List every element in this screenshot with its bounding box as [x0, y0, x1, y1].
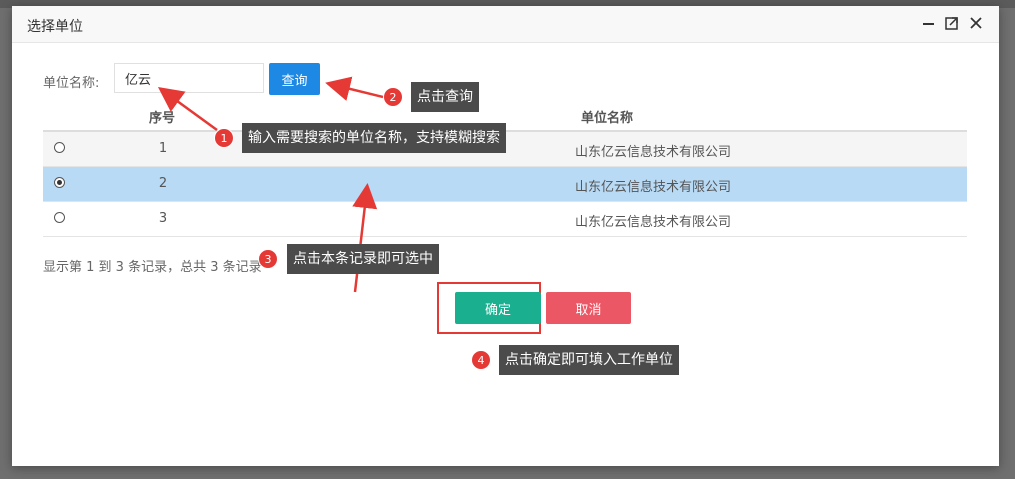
annotation-badge-1: 1	[214, 128, 234, 148]
cancel-button[interactable]: 取消	[546, 292, 631, 324]
row-radio[interactable]	[54, 212, 65, 223]
close-icon[interactable]	[968, 15, 984, 31]
row-unit-name: 山东亿云信息技术有限公司	[574, 215, 731, 230]
annotation-badge-4: 4	[471, 350, 491, 370]
row-radio[interactable]	[54, 142, 65, 153]
row-no: 3	[158, 211, 168, 226]
unit-name-input[interactable]	[114, 63, 264, 93]
table-row[interactable]: 3 山东亿云信息技术有限公司	[43, 202, 967, 237]
pagination-summary: 显示第 1 到 3 条记录，总共 3 条记录	[43, 260, 262, 275]
annotation-badge-2: 2	[383, 87, 403, 107]
annotation-tip-3: 点击本条记录即可选中	[287, 244, 439, 274]
dialog-title: 选择单位	[27, 19, 83, 35]
row-unit-name: 山东亿云信息技术有限公司	[574, 145, 731, 160]
row-radio[interactable]	[54, 177, 65, 188]
column-header-no: 序号	[149, 111, 176, 126]
dialog-header: 选择单位	[12, 6, 999, 43]
column-header-name: 单位名称	[581, 111, 634, 126]
table-row[interactable]: 2 山东亿云信息技术有限公司	[43, 167, 967, 202]
unit-table: 序号 单位名称 1 山东亿云信息技术有限公司 2 山东亿云信息技术有限公司 3 …	[43, 98, 967, 237]
annotation-tip-1: 输入需要搜索的单位名称，支持模糊搜索	[242, 123, 506, 153]
row-no: 2	[158, 176, 168, 191]
query-button[interactable]: 查询	[269, 63, 320, 95]
select-unit-dialog: 选择单位 单位名称: 查询 序号 单位名称 1 山东亿云信	[12, 6, 999, 466]
row-no: 1	[158, 141, 168, 156]
row-unit-name: 山东亿云信息技术有限公司	[574, 180, 731, 195]
minimize-icon[interactable]	[921, 15, 937, 31]
ok-button[interactable]: 确定	[455, 292, 541, 324]
annotation-tip-2: 点击查询	[411, 82, 479, 112]
page-backdrop-top	[0, 0, 1015, 8]
annotation-badge-3: 3	[258, 249, 278, 269]
unit-name-label: 单位名称:	[43, 76, 100, 91]
annotation-tip-4: 点击确定即可填入工作单位	[499, 345, 679, 375]
maximize-icon[interactable]	[944, 15, 960, 31]
